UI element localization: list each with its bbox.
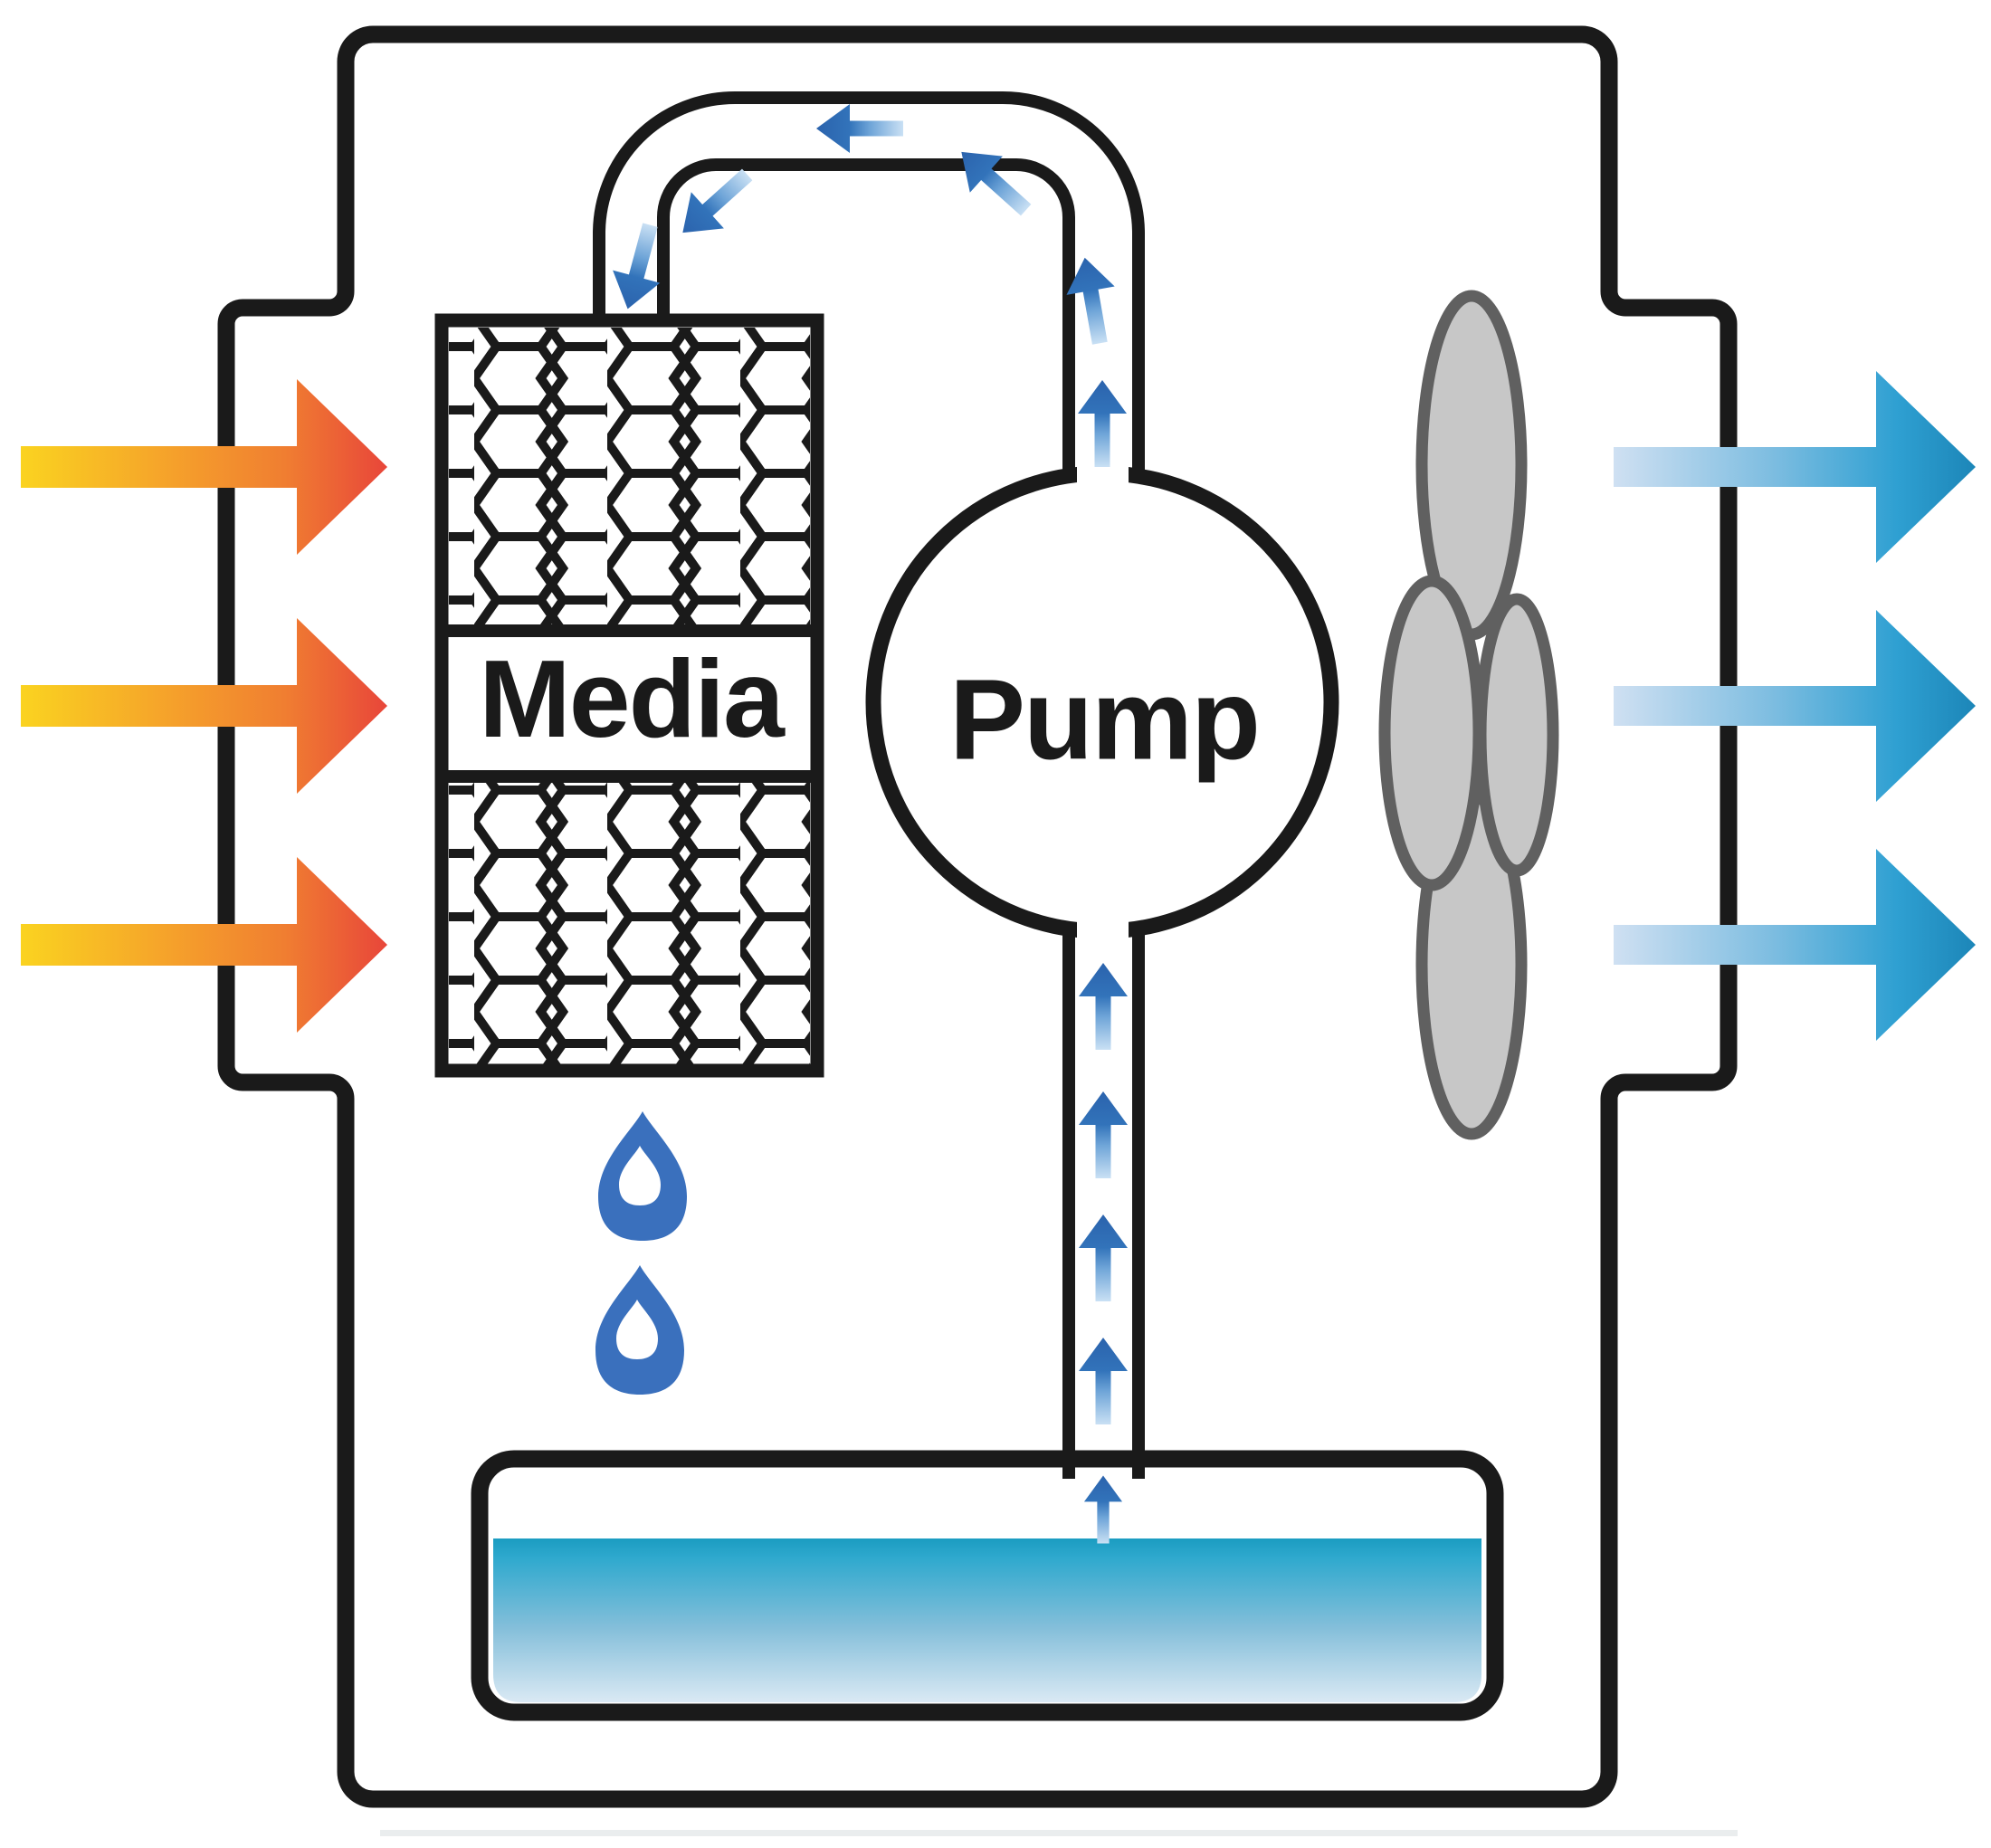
pump <box>865 449 1339 956</box>
water-distribution-pipe <box>593 91 1145 472</box>
reservoir-border <box>471 1450 1504 1721</box>
pump-suction-pipe <box>1062 923 1145 1479</box>
fan-hub-right <box>1474 593 1559 877</box>
media-border <box>434 313 824 1078</box>
pump-bottom-port-gap <box>1077 910 1129 956</box>
media-pad: Media <box>434 313 824 1078</box>
cool-air-outlet-arrows <box>1614 371 1976 1041</box>
reservoir-water <box>493 1538 1481 1702</box>
pump-label: Pump <box>949 656 1259 784</box>
media-honeycomb-bottom <box>449 783 810 1064</box>
bottom-shadow-line <box>380 1830 1738 1836</box>
media-label: Media <box>479 637 786 760</box>
fan <box>1378 290 1559 1140</box>
warm-air-inlet-arrows <box>21 379 387 1033</box>
water-reservoir <box>471 1450 1504 1721</box>
media-honeycomb-top <box>449 328 810 624</box>
fan-hub-left <box>1378 575 1485 891</box>
pipe-outer-wall <box>593 91 1145 472</box>
pipe-inner-wall <box>657 158 1075 472</box>
